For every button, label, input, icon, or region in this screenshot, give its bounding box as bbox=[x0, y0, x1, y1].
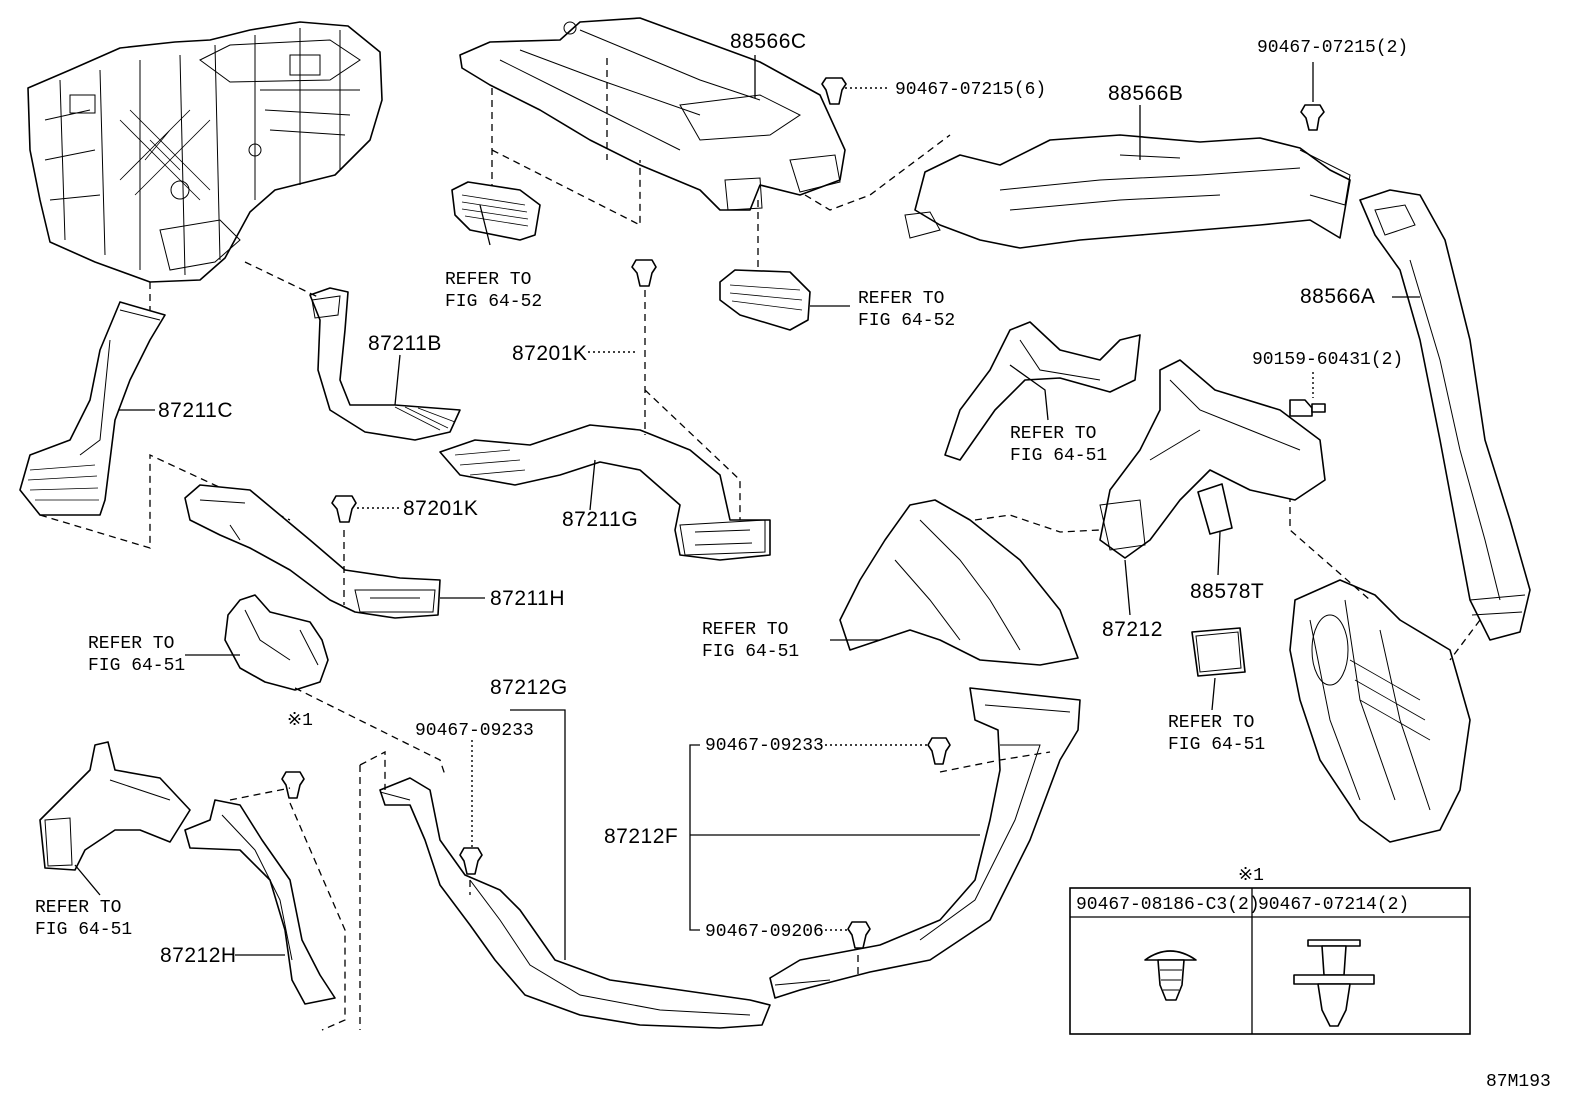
refer-3-line2: FIG 64-51 bbox=[1010, 446, 1107, 466]
clip-90467-07215-6-icon bbox=[821, 77, 847, 105]
guide-lines-87212F bbox=[857, 751, 1051, 975]
guide-lines-87211B bbox=[244, 261, 321, 299]
clip-87201K-lower-icon bbox=[331, 495, 357, 523]
callout-88566B: 88566B bbox=[1108, 82, 1183, 105]
callout-87201K-upper: 87201K bbox=[512, 342, 587, 365]
clip-table: ※1 90467-08186-C3(2) 90467-07214(2) bbox=[1069, 866, 1471, 1035]
duct-87211G bbox=[439, 424, 771, 561]
duct-fig-64-51-upper bbox=[944, 321, 1141, 461]
leader-lines bbox=[74, 55, 1420, 960]
guide-lines-88566C bbox=[491, 58, 951, 290]
duct-88566C bbox=[459, 17, 846, 211]
callout-87212F: 87212F bbox=[604, 825, 678, 848]
callout-87211G: 87211G bbox=[562, 508, 638, 531]
callout-90467-07215-2: 90467-07215(2) bbox=[1257, 38, 1408, 58]
clip-90467-09233-left-icon bbox=[459, 847, 483, 875]
callout-88566C: 88566C bbox=[730, 30, 807, 53]
callout-90467-07215-6: 90467-07215(6) bbox=[895, 80, 1046, 100]
guide-lines-87212 bbox=[974, 514, 1101, 533]
callout-90467-09233-left: 90467-09233 bbox=[415, 721, 534, 741]
note-mark-clip: ※1 bbox=[287, 711, 313, 731]
clip-87201K-upper-icon bbox=[631, 259, 657, 287]
callout-88578T: 88578T bbox=[1190, 580, 1264, 603]
callout-87211C: 87211C bbox=[158, 399, 233, 422]
heater-box-illustration bbox=[1289, 579, 1471, 843]
duct-fig-64-51-lower-left bbox=[39, 741, 191, 871]
sponge-88578T bbox=[1197, 483, 1233, 535]
guide-lines-87211C bbox=[39, 282, 291, 549]
callout-87212H: 87212H bbox=[160, 944, 237, 967]
duct-87211B bbox=[309, 287, 461, 441]
clip-90467-09206-icon bbox=[847, 921, 871, 949]
duct-87212 bbox=[1099, 359, 1326, 559]
duct-87212H bbox=[184, 799, 336, 1005]
refer-6-line1: REFER TO bbox=[88, 634, 174, 654]
clip-table-frame bbox=[1069, 887, 1471, 1035]
duct-87211H bbox=[184, 484, 441, 619]
refer-6-line2: FIG 64-51 bbox=[88, 656, 185, 676]
guide-lines-87212H bbox=[229, 787, 346, 1031]
callout-87201K-lower: 87201K bbox=[403, 497, 478, 520]
refer-2-line1: REFER TO bbox=[858, 289, 944, 309]
duct-fig-64-51-center bbox=[839, 499, 1079, 666]
refer-3-line1: REFER TO bbox=[1010, 424, 1096, 444]
callout-90467-09206: 90467-09206 bbox=[705, 922, 824, 942]
duct-fig-64-51-left bbox=[224, 594, 329, 691]
clip-90467-09233-right-icon bbox=[927, 737, 951, 765]
callout-90159-60431-2: 90159-60431(2) bbox=[1252, 350, 1403, 370]
guide-lines-left-lower bbox=[294, 687, 446, 776]
clip-90467-07214-icon bbox=[1293, 939, 1375, 1027]
refer-1-line2: FIG 64-52 bbox=[445, 292, 542, 312]
clip-90467-08186-icon bbox=[1144, 950, 1197, 1001]
hvac-unit-illustration bbox=[27, 21, 383, 283]
clip-table-note-mark: ※1 bbox=[1238, 866, 1264, 886]
callout-87211H: 87211H bbox=[490, 587, 565, 610]
duct-88566B bbox=[904, 134, 1351, 249]
guide-lines-87211G bbox=[644, 290, 741, 520]
register-fig-64-52-right bbox=[719, 269, 811, 331]
callout-87212: 87212 bbox=[1102, 618, 1163, 641]
clip-note-1-icon bbox=[281, 771, 305, 799]
sponge-fig-64-51 bbox=[1191, 627, 1246, 677]
register-fig-64-52-left bbox=[451, 181, 541, 241]
figure-code: 87M193 bbox=[1486, 1072, 1551, 1092]
duct-87212G bbox=[379, 777, 771, 1029]
refer-5-line2: FIG 64-51 bbox=[1168, 735, 1265, 755]
refer-7-line2: FIG 64-51 bbox=[35, 920, 132, 940]
refer-4-line1: REFER TO bbox=[702, 620, 788, 640]
callout-88566A: 88566A bbox=[1300, 285, 1375, 308]
refer-5-line1: REFER TO bbox=[1168, 713, 1254, 733]
callout-90467-09233-right: 90467-09233 bbox=[705, 736, 824, 756]
duct-87212F bbox=[769, 687, 1081, 999]
refer-2-line2: FIG 64-52 bbox=[858, 311, 955, 331]
clip-table-col-1: 90467-08186-C3(2) bbox=[1076, 895, 1260, 915]
duct-88566A bbox=[1359, 189, 1531, 641]
refer-1-line1: REFER TO bbox=[445, 270, 531, 290]
refer-7-line1: REFER TO bbox=[35, 898, 121, 918]
clip-table-col-2: 90467-07214(2) bbox=[1258, 895, 1409, 915]
guide-lines-87212G bbox=[359, 750, 471, 1030]
clip-90467-07215-2-icon bbox=[1300, 104, 1325, 131]
duct-87211C bbox=[19, 301, 166, 516]
refer-4-line2: FIG 64-51 bbox=[702, 642, 799, 662]
bolt-90159-60431-2-icon bbox=[1289, 399, 1326, 417]
callout-87211B: 87211B bbox=[368, 332, 442, 355]
callout-87212G: 87212G bbox=[490, 676, 568, 699]
